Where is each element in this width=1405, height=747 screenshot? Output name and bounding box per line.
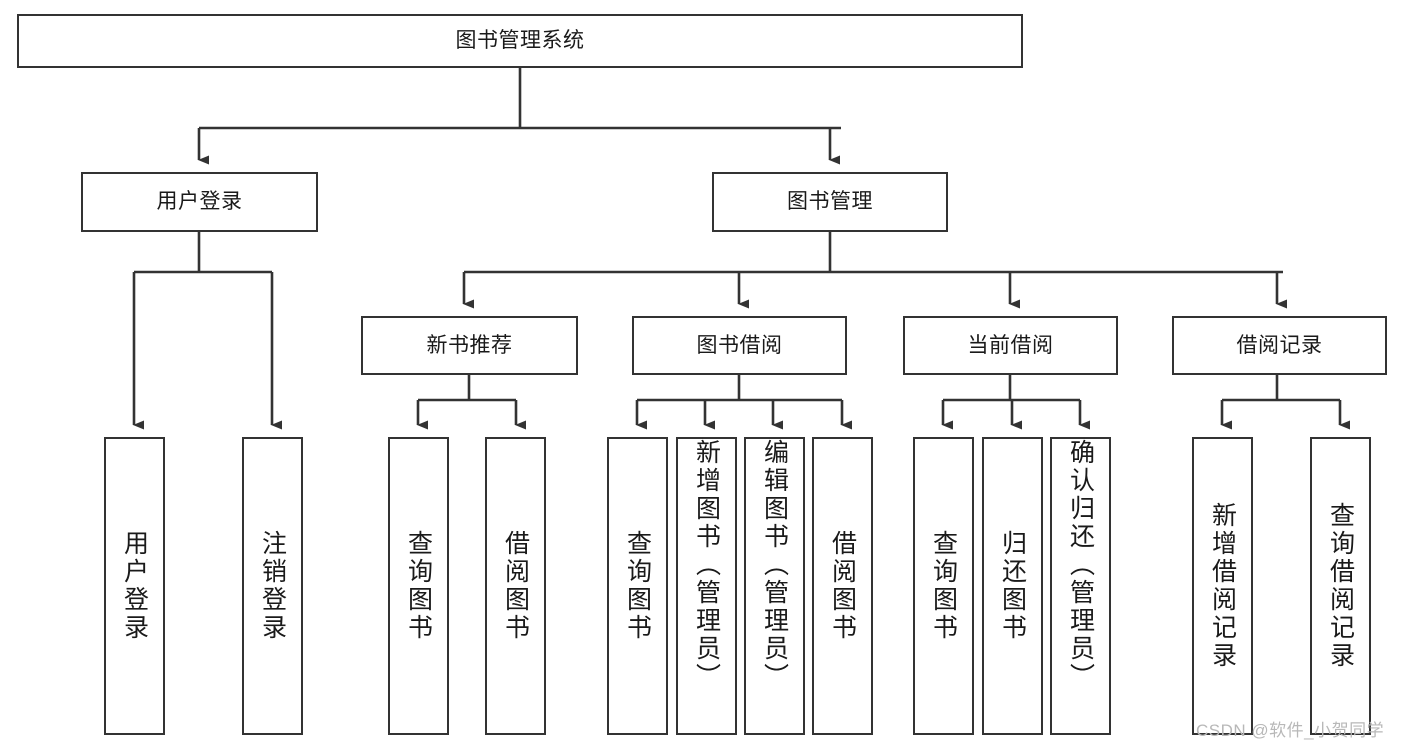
node-book-manage[interactable]: 图书管理	[712, 172, 948, 232]
node-user-login-label: 用户登录	[156, 190, 243, 214]
node-leaf-query-book-1-label: 查询图书	[404, 530, 433, 642]
node-leaf-add-record[interactable]: 新增借阅记录	[1192, 437, 1253, 735]
node-leaf-query-record-label: 查询借阅记录	[1326, 502, 1355, 670]
edge-group-root	[197, 68, 841, 165]
node-user-login[interactable]: 用户登录	[81, 172, 318, 232]
node-leaf-query-book-2[interactable]: 查询图书	[607, 437, 668, 735]
node-leaf-confirm-return-label: 确认归还（管理员）	[1066, 439, 1095, 691]
node-leaf-query-book-2-label: 查询图书	[623, 530, 652, 642]
node-leaf-query-book-3-label: 查询图书	[929, 530, 958, 642]
node-leaf-add-record-label: 新增借阅记录	[1208, 502, 1237, 670]
edge-group-book-borrow	[635, 375, 852, 430]
node-leaf-return-book[interactable]: 归还图书	[982, 437, 1043, 735]
edge-group-current-borrow	[941, 375, 1090, 430]
edge-group-book-manage	[462, 232, 1287, 309]
node-book-borrow-label: 图书借阅	[696, 333, 783, 357]
node-leaf-query-record[interactable]: 查询借阅记录	[1310, 437, 1371, 735]
node-root-label: 图书管理系统	[455, 29, 585, 53]
node-leaf-user-login-label: 用户登录	[120, 530, 149, 642]
node-leaf-return-book-label: 归还图书	[998, 530, 1027, 642]
edge-group-user-login	[132, 232, 282, 430]
node-leaf-add-book[interactable]: 新增图书（管理员）	[676, 437, 737, 735]
node-current-borrow[interactable]: 当前借阅	[903, 316, 1118, 375]
edge-group-new-book-recommend	[416, 375, 526, 430]
node-leaf-query-book-3[interactable]: 查询图书	[913, 437, 974, 735]
edge-group-borrow-record	[1220, 375, 1350, 430]
node-leaf-logout-label: 注销登录	[258, 530, 287, 642]
node-borrow-record-label: 借阅记录	[1236, 333, 1323, 357]
node-leaf-add-book-label: 新增图书（管理员）	[692, 439, 721, 691]
node-new-book-recommend-label: 新书推荐	[426, 333, 513, 357]
node-leaf-borrow-book-2[interactable]: 借阅图书	[812, 437, 873, 735]
node-leaf-borrow-book-1-label: 借阅图书	[501, 530, 530, 642]
node-leaf-edit-book[interactable]: 编辑图书（管理员）	[744, 437, 805, 735]
node-leaf-query-book-1[interactable]: 查询图书	[388, 437, 449, 735]
node-book-manage-label: 图书管理	[787, 190, 873, 214]
node-leaf-borrow-book-2-label: 借阅图书	[828, 530, 857, 642]
node-book-borrow[interactable]: 图书借阅	[632, 316, 847, 375]
node-leaf-user-login[interactable]: 用户登录	[104, 437, 165, 735]
node-current-borrow-label: 当前借阅	[967, 333, 1054, 357]
csdn-watermark: CSDN @软件_小贺同学	[1196, 721, 1385, 740]
node-leaf-confirm-return[interactable]: 确认归还（管理员）	[1050, 437, 1111, 735]
node-leaf-edit-book-label: 编辑图书（管理员）	[760, 439, 789, 691]
node-leaf-logout[interactable]: 注销登录	[242, 437, 303, 735]
node-borrow-record[interactable]: 借阅记录	[1172, 316, 1387, 375]
node-leaf-borrow-book-1[interactable]: 借阅图书	[485, 437, 546, 735]
node-root[interactable]: 图书管理系统	[17, 14, 1023, 68]
node-new-book-recommend[interactable]: 新书推荐	[361, 316, 578, 375]
